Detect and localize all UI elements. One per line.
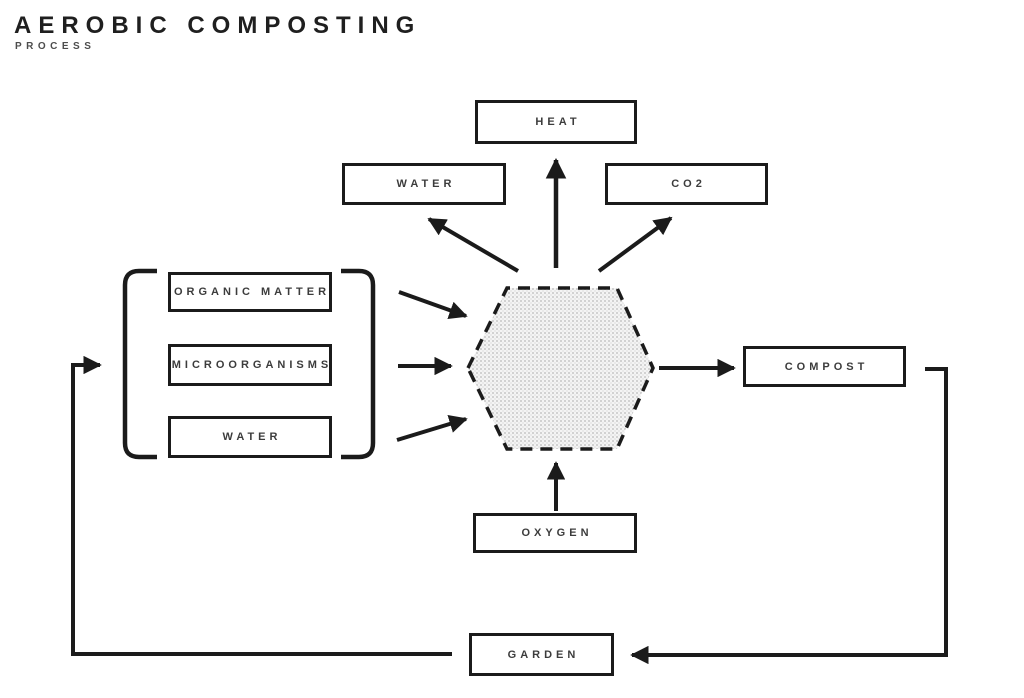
node-organic-matter-label: ORGANIC MATTER (174, 286, 331, 298)
arrow-process-to-water (427, 217, 520, 273)
page-title: AEROBIC COMPOSTING (14, 12, 422, 39)
node-water-input-label: WATER (222, 431, 282, 443)
inputs-bracket-right (341, 268, 376, 460)
arrow-water-to-process (396, 415, 468, 442)
node-microorganisms: MICROORGANISMS (168, 344, 332, 386)
node-heat-label: HEAT (535, 116, 581, 128)
node-organic-matter: ORGANIC MATTER (168, 272, 332, 312)
node-oxygen-label: OXYGEN (521, 527, 593, 539)
arrow-compost-to-garden (630, 367, 948, 665)
node-garden-label: GARDEN (507, 648, 580, 661)
node-heat: HEAT (475, 100, 637, 144)
arrow-process-to-co2 (597, 216, 673, 273)
arrow-garden-to-inputs (71, 355, 452, 656)
inputs-bracket-left (122, 268, 157, 460)
node-co2-label: CO2 (671, 178, 706, 190)
process-hexagon (466, 286, 655, 451)
page-subtitle: PROCESS (15, 41, 96, 52)
node-garden: GARDEN (469, 633, 614, 676)
node-microorganisms-label: MICROORGANISMS (171, 359, 333, 371)
node-oxygen: OXYGEN (473, 513, 637, 553)
node-compost: COMPOST (743, 346, 906, 387)
node-water-byproduct: WATER (342, 163, 506, 205)
node-compost-label: COMPOST (784, 360, 869, 373)
arrow-organic-matter-to-process (398, 290, 468, 320)
node-water-input: WATER (168, 416, 332, 458)
node-water-byproduct-label: WATER (396, 178, 456, 190)
node-co2: CO2 (605, 163, 768, 205)
